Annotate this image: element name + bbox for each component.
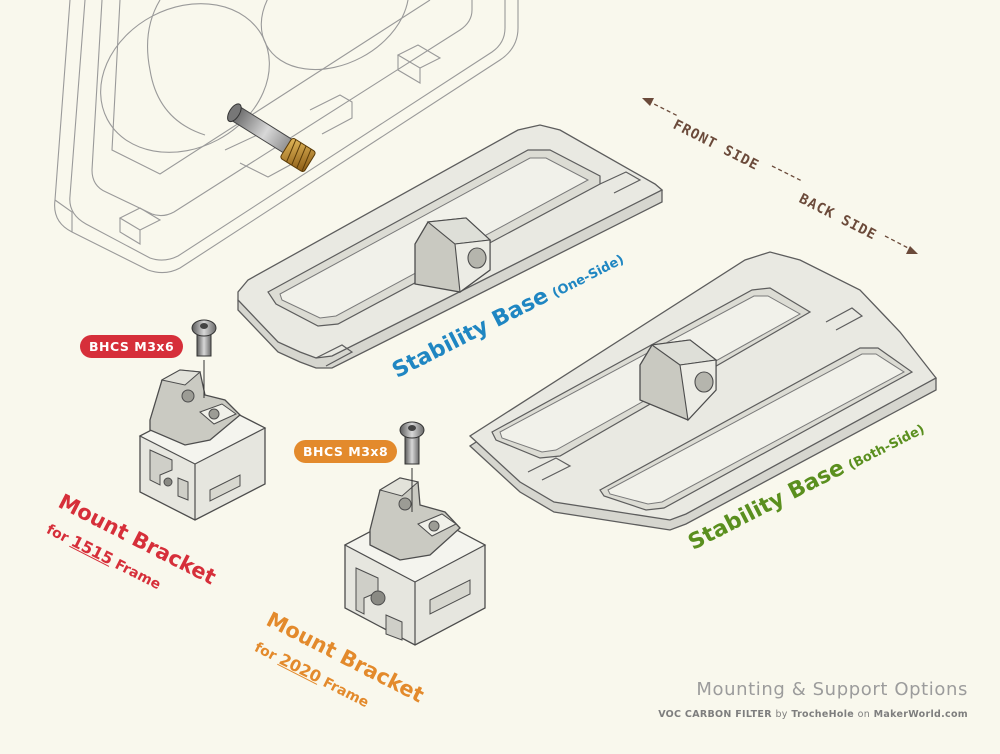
screw-tag-m3x6: BHCS M3x6 xyxy=(80,335,184,358)
credit-by: by xyxy=(775,709,788,720)
arrow-right-icon xyxy=(906,246,918,254)
stability-base-one-side xyxy=(237,124,664,369)
credit-site: MakerWorld.com xyxy=(873,709,968,720)
credit-product: VOC CARBON FILTER xyxy=(658,709,772,720)
mount-bracket-1515-part xyxy=(138,319,267,521)
mount-bracket-2020-part xyxy=(343,421,487,646)
brass-insert-bolt xyxy=(227,103,316,172)
footer-credit: VOC CARBON FILTER by TrocheHole on Maker… xyxy=(658,709,968,720)
screw-tag-m3x8: BHCS M3x8 xyxy=(294,440,398,463)
credit-author: TrocheHole xyxy=(791,709,854,720)
footer-title: Mounting & Support Options xyxy=(696,679,968,700)
orientation-indicator xyxy=(642,98,918,254)
arrow-left-icon xyxy=(642,98,654,106)
credit-on: on xyxy=(857,709,871,720)
stability-base-both-side xyxy=(468,251,937,531)
